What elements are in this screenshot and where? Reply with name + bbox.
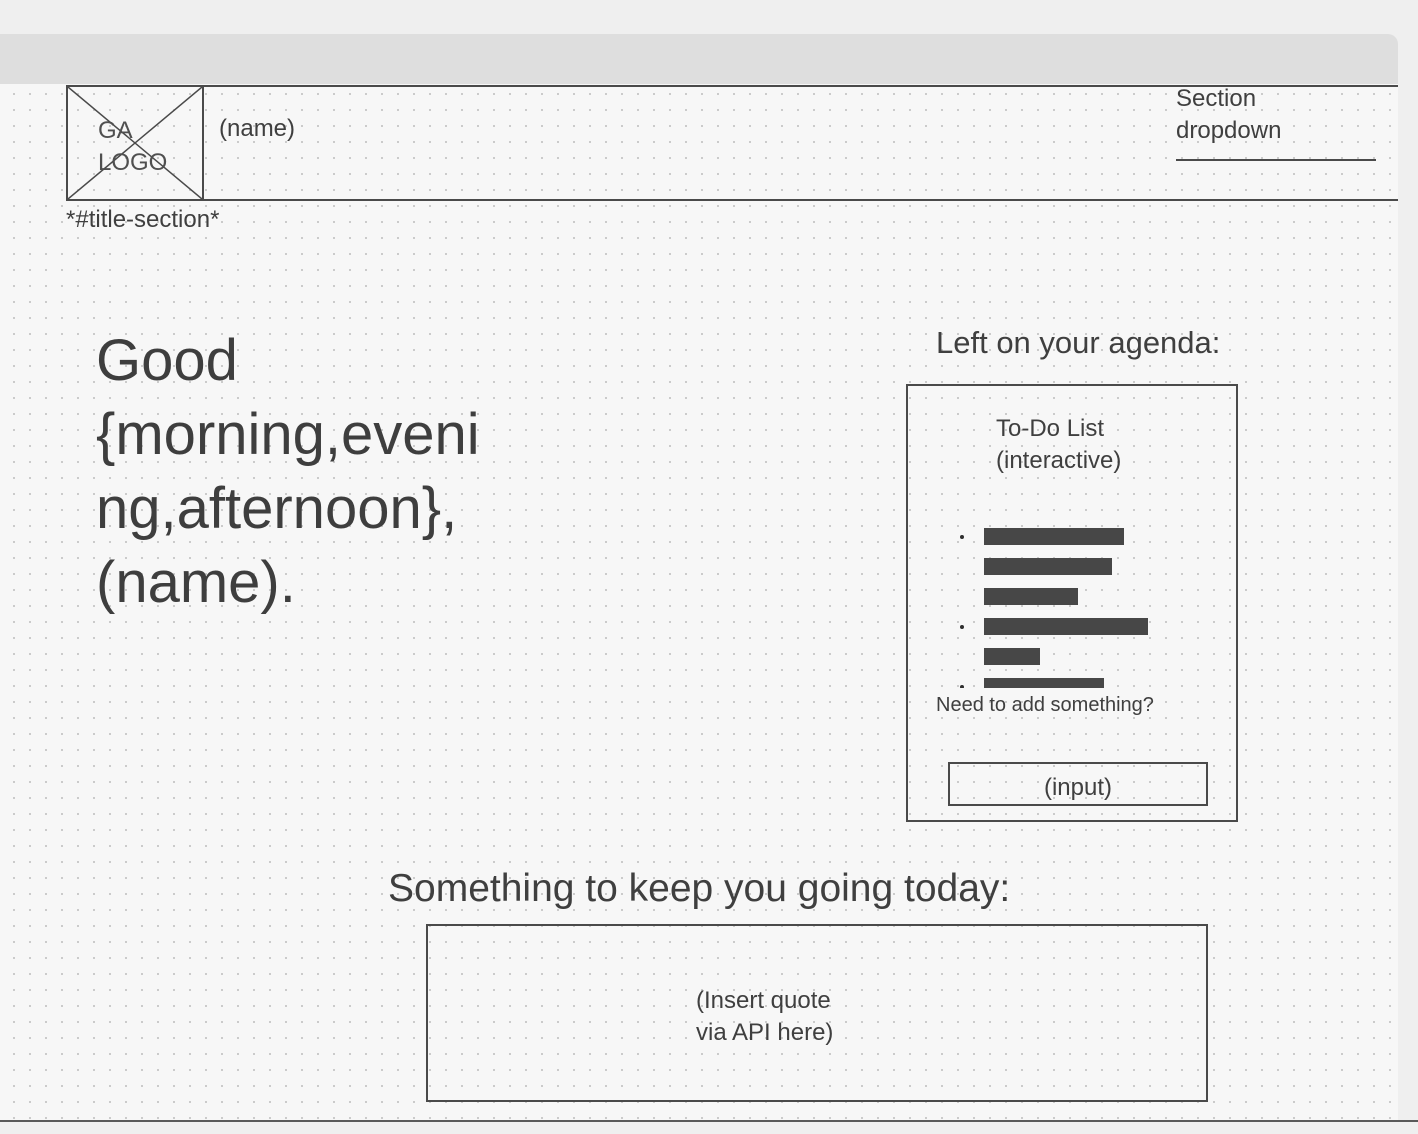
todo-item-placeholder[interactable] <box>984 528 1124 545</box>
list-bullet <box>960 625 964 629</box>
quote-panel <box>426 924 1208 1102</box>
todo-list-items[interactable] <box>950 524 1180 688</box>
image-placeholder-icon <box>68 87 202 199</box>
section-dropdown[interactable]: Section dropdown <box>1176 83 1376 161</box>
section-annotation: *#title-section* <box>66 206 220 233</box>
wireframe-canvas: GA LOGO (name) Section dropdown *#title-… <box>0 34 1398 1120</box>
todo-input-placeholder: (input) <box>1043 774 1113 801</box>
agenda-heading: Left on your agenda: <box>936 325 1221 360</box>
todo-item-placeholder[interactable] <box>984 678 1104 688</box>
todo-list-panel <box>906 384 1238 822</box>
todo-list-title: To-Do List (interactive) <box>996 415 1122 474</box>
quote-heading: Something to keep you going today: <box>388 867 1011 910</box>
bottom-divider <box>0 1120 1418 1122</box>
todo-item-placeholder[interactable] <box>984 618 1148 635</box>
quote-placeholder: (Insert quote via API here) <box>696 987 834 1046</box>
header-user-name: (name) <box>219 115 296 142</box>
add-item-prompt: Need to add something? <box>936 694 1154 716</box>
todo-item-placeholder[interactable] <box>984 588 1078 605</box>
list-bullet <box>960 685 964 688</box>
top-toolbar-strip <box>0 34 1398 84</box>
todo-input-field[interactable] <box>948 762 1208 806</box>
logo-placeholder: GA LOGO <box>66 85 204 201</box>
greeting-heading: Good {morning,eveni ng,afternoon}, (name… <box>96 328 480 615</box>
todo-item-placeholder[interactable] <box>984 558 1112 575</box>
logo-label: GA LOGO <box>98 117 168 176</box>
todo-item-placeholder[interactable] <box>984 648 1040 665</box>
list-bullet <box>960 535 964 539</box>
